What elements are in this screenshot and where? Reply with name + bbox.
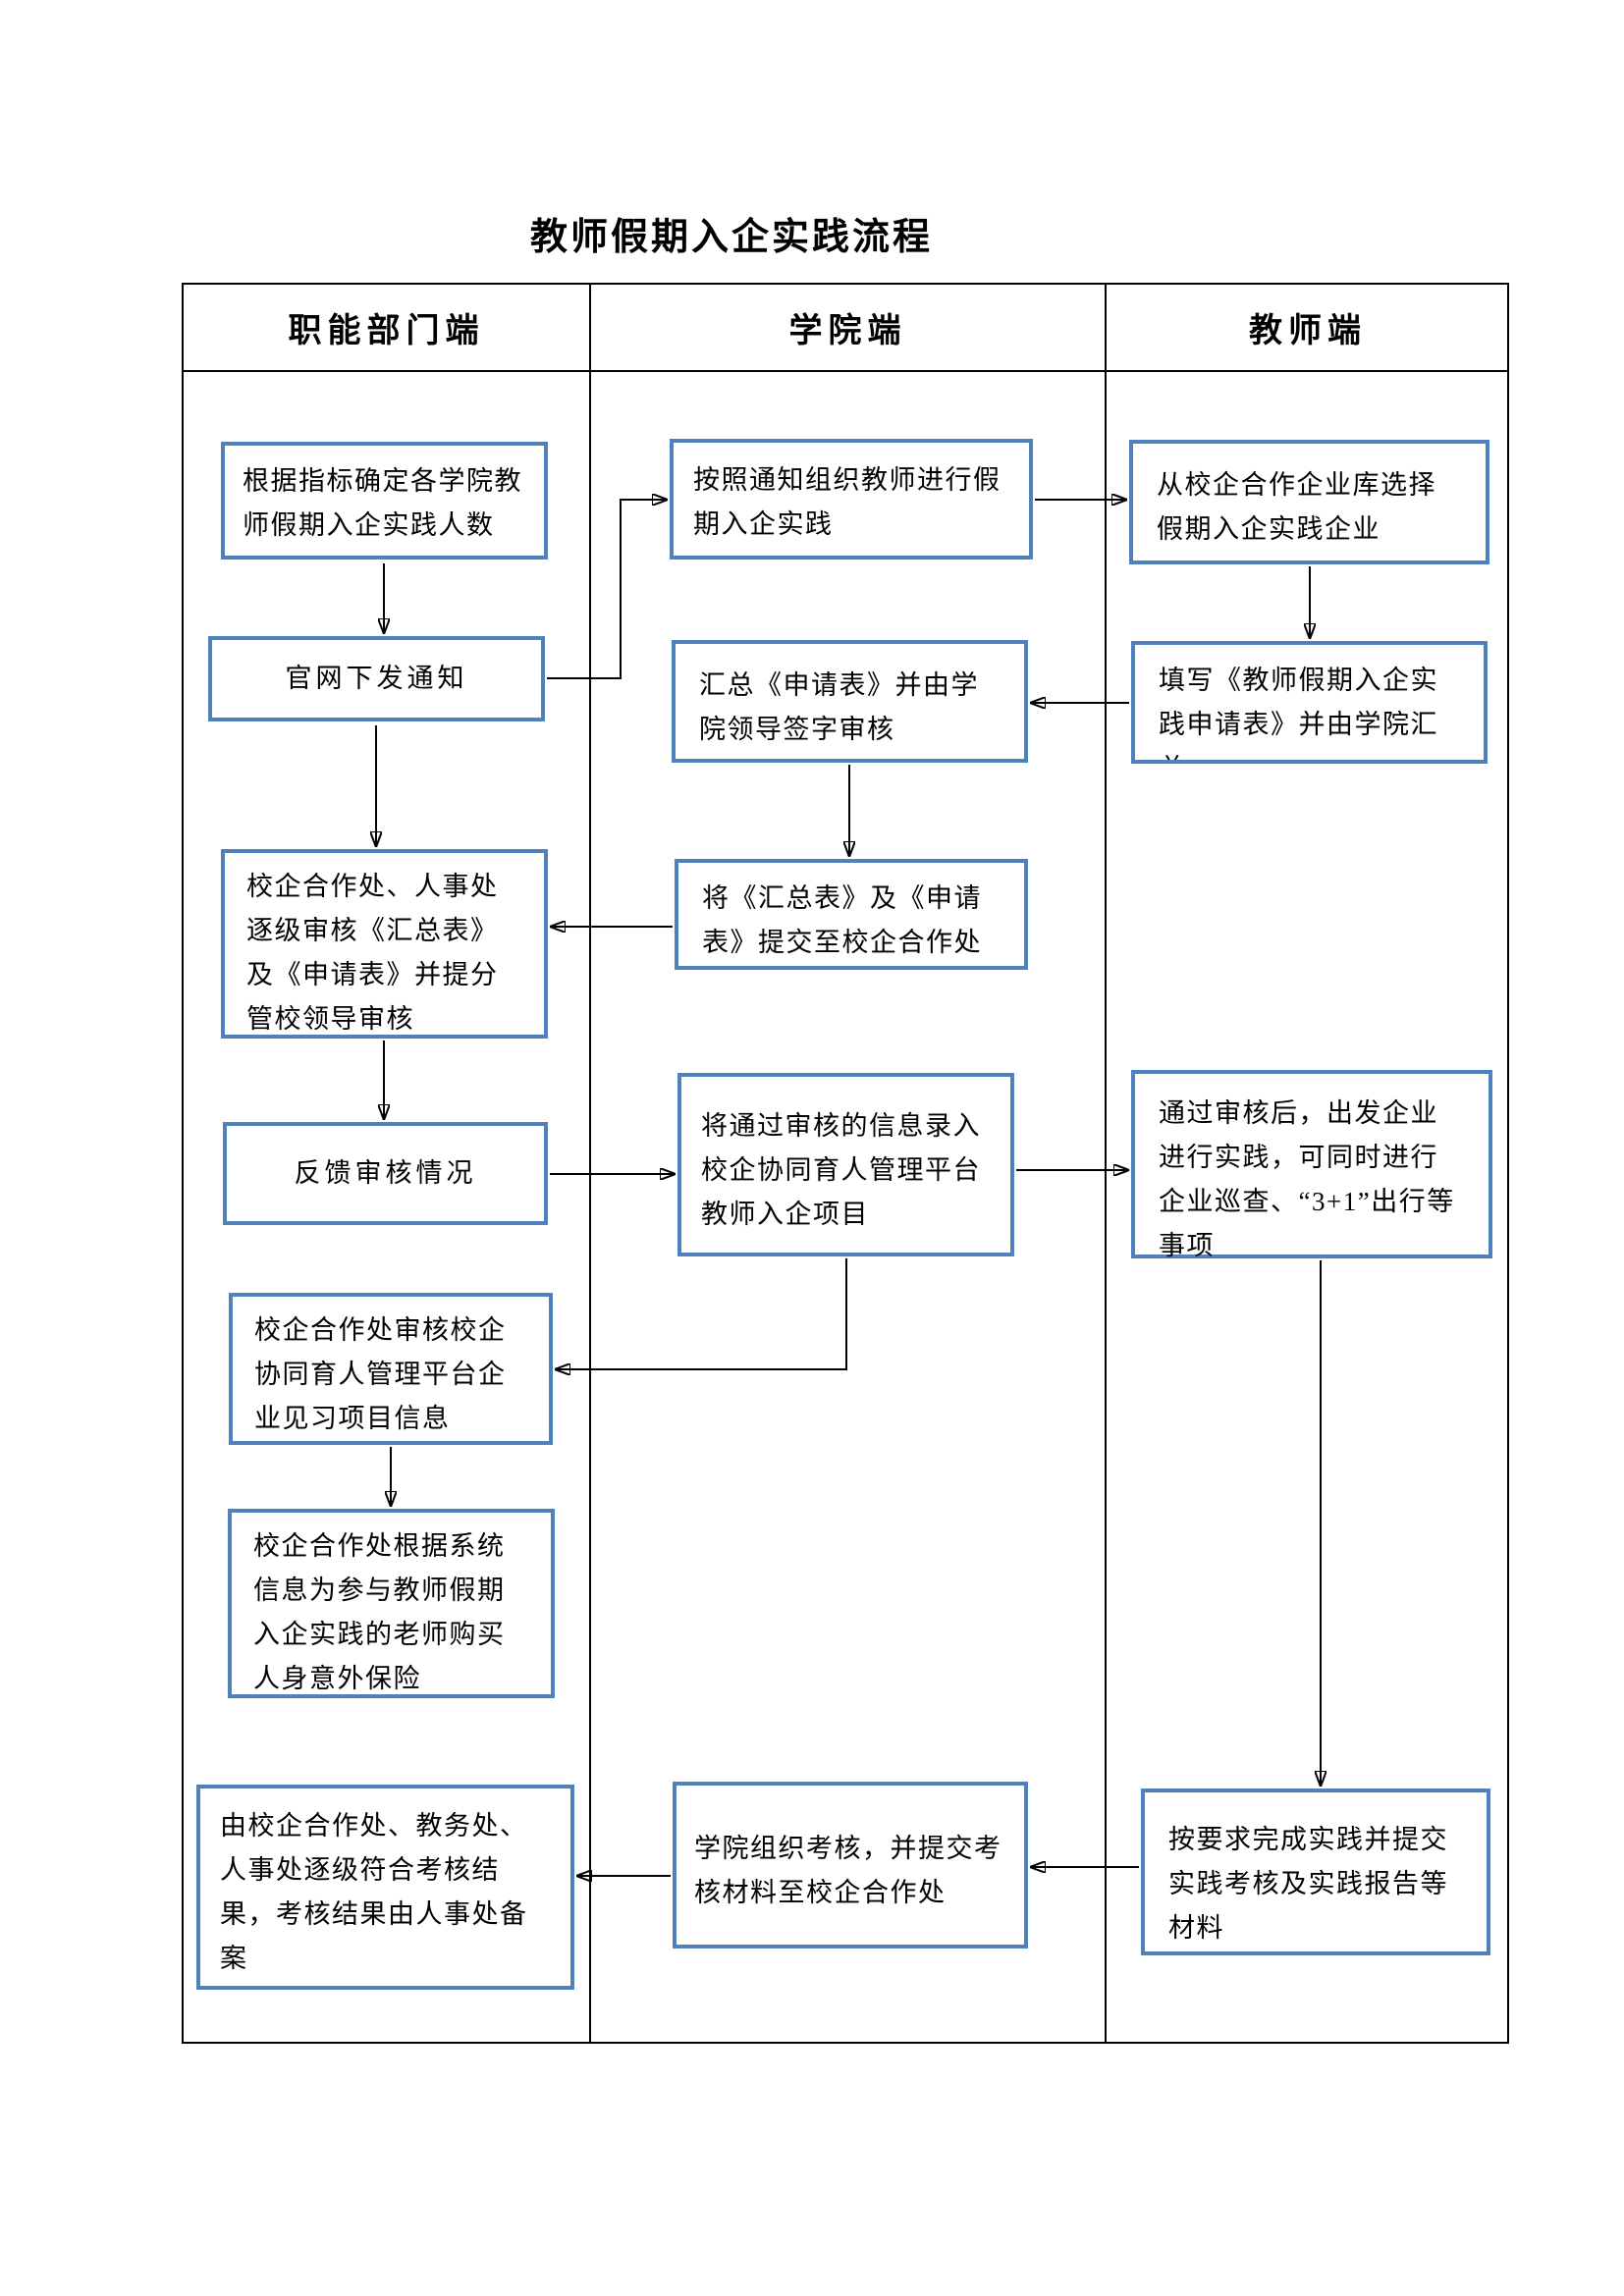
node-feedback-review-result: 反馈审核情况 — [223, 1122, 548, 1225]
node-organize-practice-per-notice: 按照通知组织教师进行假期入企实践 — [670, 439, 1033, 560]
page-title: 教师假期入企实践流程 — [529, 217, 933, 258]
node-summarize-application-sign: 汇总《申请表》并由学院领导签字审核 — [672, 640, 1028, 763]
column-divider-1 — [589, 283, 591, 2044]
column-header-college: 学院端 — [788, 313, 907, 349]
column-header-teacher: 教师端 — [1249, 313, 1367, 349]
node-fill-application-form: 填写《教师假期入企实践申请表》并由学院汇总 — [1131, 641, 1488, 764]
node-review-platform-project-info: 校企合作处审核校企协同育人管理平台企业见习项目信息 — [229, 1293, 553, 1445]
node-enter-info-into-platform: 将通过审核的信息录入校企协同育人管理平台教师入企项目 — [677, 1073, 1014, 1256]
header-divider-line — [182, 370, 1509, 372]
node-assessment-result-filing: 由校企合作处、教务处、人事处逐级符合考核结果，考核结果由人事处备案 — [196, 1785, 574, 1990]
node-review-summary-and-application: 校企合作处、人事处逐级审核《汇总表》及《申请表》并提分管校领导审核 — [221, 849, 548, 1039]
node-determine-quota: 根据指标确定各学院教师假期入企实践人数 — [221, 442, 548, 560]
column-divider-2 — [1105, 283, 1107, 2044]
node-college-assessment-submit-materials: 学院组织考核，并提交考核材料至校企合作处 — [673, 1782, 1028, 1949]
node-submit-forms-to-cooperation-office: 将《汇总表》及《申请表》提交至校企合作处 — [675, 859, 1028, 970]
node-go-to-enterprise-practice: 通过审核后，出发企业进行实践，可同时进行企业巡查、“3+1”出行等事项 — [1131, 1070, 1492, 1260]
flow-table — [182, 283, 1509, 2044]
node-select-enterprise-from-library: 从校企合作企业库选择假期入企实践企业 — [1129, 440, 1489, 564]
node-purchase-insurance: 校企合作处根据系统信息为参与教师假期入企实践的老师购买人身意外保险 — [228, 1509, 555, 1698]
node-complete-practice-submit-report: 按要求完成实践并提交实践考核及实践报告等材料 — [1141, 1789, 1490, 1955]
column-header-functional-dept: 职能部门端 — [288, 313, 485, 349]
node-publish-notice: 官网下发通知 — [208, 636, 545, 721]
